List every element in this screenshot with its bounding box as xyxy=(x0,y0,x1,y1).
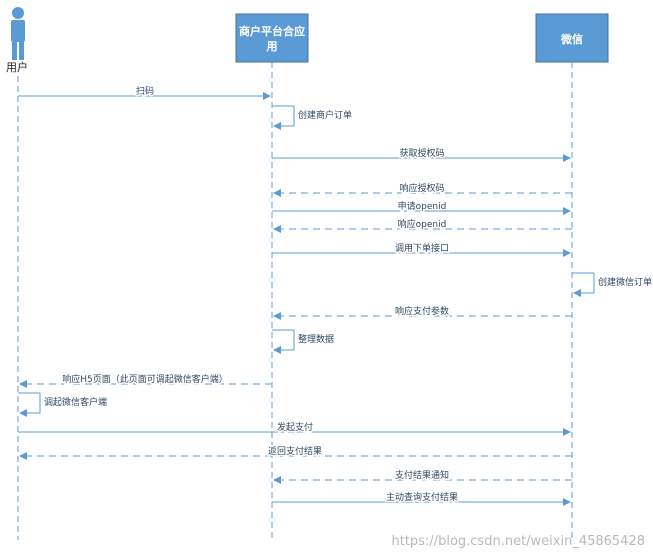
merchant-label-line2: 用 xyxy=(267,40,278,53)
watermark-text: https://blog.csdn.net/weixin_45865428 xyxy=(391,534,645,549)
message-label: 获取授权码 xyxy=(399,147,444,159)
message-label: 调起微信客户端 xyxy=(44,396,107,408)
self-message-arrow xyxy=(572,272,595,297)
message-label: 返回支付结果 xyxy=(268,445,322,457)
wechat-label: 微信 xyxy=(560,32,583,46)
merchant-label-line1: 商户平台合应 xyxy=(239,24,305,38)
wechat-participant-box: 微信 xyxy=(535,13,609,63)
message-label: 创建微信订单 xyxy=(598,276,652,288)
message-label: 申请openid xyxy=(398,200,447,212)
self-message-arrow xyxy=(272,105,295,130)
message-label: 创建商户订单 xyxy=(298,109,352,121)
message-label: 扫码 xyxy=(136,85,154,97)
message-label: 整理数据 xyxy=(298,333,334,345)
message-label: 响应授权码 xyxy=(399,182,444,194)
message-label: 支付结果通知 xyxy=(395,469,449,481)
user-label: 用户 xyxy=(6,60,28,74)
self-message-arrow xyxy=(18,392,41,417)
message-label: 主动查询支付结果 xyxy=(386,491,458,503)
message-label: 响应支付参数 xyxy=(395,305,449,317)
message-label: 响应openid xyxy=(398,218,447,230)
merchant-participant-box: 商户平台合应 用 xyxy=(235,13,309,63)
message-label: 响应H5页面（此页面可调起微信客户端） xyxy=(62,373,228,385)
self-message-arrow xyxy=(272,329,295,354)
message-label: 调用下单接口 xyxy=(395,242,449,254)
user-actor-icon xyxy=(11,7,25,60)
message-label: 发起支付 xyxy=(277,421,313,433)
